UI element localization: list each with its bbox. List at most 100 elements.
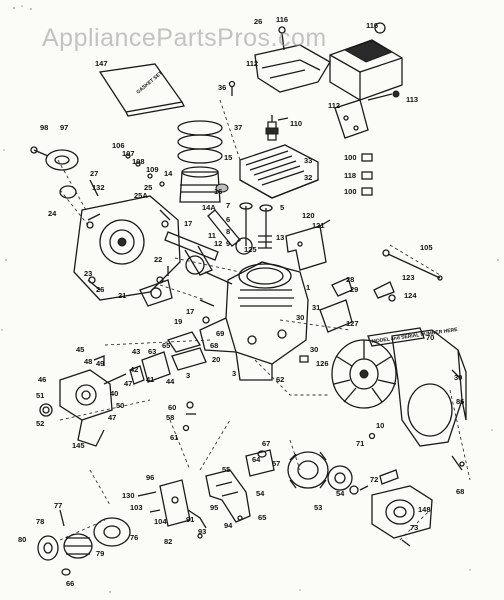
callout-label: 77 [54,501,62,510]
flywheel [331,339,397,409]
callout-label: 33 [304,156,312,165]
callout-label: 125 [244,245,257,254]
valves [239,202,273,249]
callout-label: 9 [226,239,230,248]
callout-label: 121 [312,221,325,230]
callout-label: 107 [122,149,135,158]
callout-label: 66 [66,579,74,588]
callout-label: 100 [344,153,357,162]
callout-label: 47 [108,413,116,422]
ignition-small-parts [319,277,396,333]
callout-label: 72 [370,475,378,484]
callout-label: 12 [214,239,222,248]
starter-cup [287,451,369,495]
callout-label: 60 [168,403,176,412]
callout-label: 49 [96,359,104,368]
brake-lever-set [137,479,207,529]
callout-label: 7 [226,201,230,210]
callout-label: 96 [146,473,154,482]
gasket-set-text: GASKET SET [135,70,163,95]
callout-label: 103 [130,503,143,512]
callout-label: 50 [116,401,124,410]
callout-label: 27 [90,169,98,178]
callout-label: 78 [36,517,44,526]
blower-housing [391,329,467,447]
callout-label: 71 [356,439,364,448]
linkage-rod [382,249,443,281]
callout-label: 63 [148,347,156,356]
rewind-starter [371,469,433,547]
callout-label: 19 [174,317,182,326]
callout-label: 30 [310,345,318,354]
callout-label: 94 [224,521,233,530]
callout-label: 1 [306,283,310,292]
callout-label: 58 [166,413,174,422]
callout-label: 145 [72,441,85,450]
callout-label: 95 [210,503,218,512]
callout-label: 13 [276,233,284,242]
callout-label: 45 [76,345,84,354]
engine-block [199,261,309,381]
callout-label: 16 [214,187,222,196]
callout-label: 10 [376,421,384,430]
callout-label: 126 [316,359,329,368]
callout-label: 44 [166,377,175,386]
callout-label: 130 [122,491,135,500]
callout-label: 116 [366,21,378,30]
callout-label: 105 [420,243,433,252]
callout-label: 37 [234,123,242,132]
callout-label: 132 [92,183,105,192]
callout-label: 113 [406,95,418,104]
carburetor-parts [39,331,207,447]
callout-label: 17 [186,307,194,316]
breather-assembly [30,146,79,199]
callout-label: 70 [426,333,434,342]
callout-label: 106 [112,141,125,150]
callout-label: 68 [456,487,464,496]
callout-label: 52 [36,419,44,428]
callout-label: 25 [144,183,152,192]
callout-label: 31 [312,303,320,312]
callout-label: 65 [162,341,170,350]
callout-label: 69 [216,329,224,338]
callout-label: 41 [146,375,154,384]
callout-label: 6 [226,215,230,224]
callout-label: 61 [170,433,178,442]
callout-label: 112 [328,101,340,110]
model-serial-note: MODEL and SERIAL NUMBER HERE [367,327,459,347]
spark-plug [265,115,279,141]
callout-label: 5 [280,203,284,212]
scan-noise [1,5,499,593]
exhaust-deflector [205,449,275,523]
callout-label: 65 [258,513,266,522]
valve-cover-plate [334,90,400,139]
callout-label: 124 [404,291,417,300]
connecting-rod [207,209,253,255]
callout-label: 32 [304,173,312,182]
callout-label: 42 [130,365,138,374]
governor-parts [139,266,215,324]
callout-label: 15 [224,153,232,162]
model-serial-note-text: MODEL and SERIAL NUMBER HERE [371,327,458,345]
callout-label: 26 [96,285,104,294]
callout-label: 22 [154,255,162,264]
callout-label: 86 [456,397,464,406]
callout-label: 80 [18,535,26,544]
callout-label: 54 [256,489,265,498]
callout-label: 21 [118,291,126,300]
gasket-set-booklet: GASKET SET [98,63,185,117]
callout-label: 53 [314,503,322,512]
callout-label: 147 [95,59,108,68]
callout-label: 120 [302,211,315,220]
callout-label: 55 [222,465,230,474]
callout-label: 28 [346,275,354,284]
callout-label: 3 [232,369,236,378]
callout-label: 30 [296,313,304,322]
callout-label: 46 [38,375,46,384]
callout-label: 64 [252,455,261,464]
callout-label: 23 [84,269,92,278]
pto-gear-set [37,509,131,576]
callout-label: 30 [454,373,462,382]
callout-label: 73 [410,523,418,532]
callout-label: 36 [218,83,226,92]
